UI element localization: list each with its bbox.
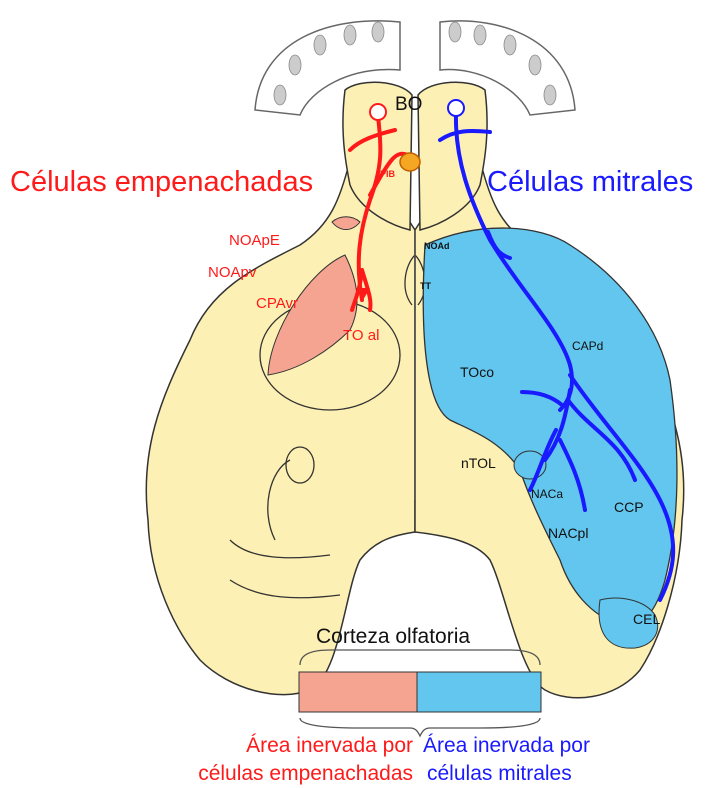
legend-box-tufted	[299, 672, 417, 712]
cpavr-label: CPAvr	[256, 296, 298, 311]
legend-mitral-line1: Área inervada por	[423, 735, 683, 756]
naca-label: NACa	[531, 488, 563, 500]
bo-label: BO	[395, 95, 422, 114]
mitral-cells-title: Células mitrales	[487, 168, 693, 197]
mitral-cell-body	[448, 100, 464, 116]
ccp-label: CCP	[614, 500, 644, 514]
ntol-label: nTOL	[461, 456, 496, 470]
cel-label: CEL	[633, 612, 660, 626]
tt-label: TT	[420, 282, 431, 291]
toco-label: TOco	[460, 365, 494, 379]
nacpl-label: NACpl	[548, 526, 588, 540]
noad-label: NOAd	[424, 242, 450, 251]
legend-tufted-line1: Área inervada por	[148, 735, 413, 756]
legend-mitral-line2: células mitrales	[427, 763, 687, 784]
capd-label: CAPd	[572, 340, 603, 352]
noape-label: NOApE	[229, 233, 280, 248]
pib-nucleus	[400, 153, 420, 171]
tufted-cell-body	[370, 104, 386, 120]
legend-box-mitral	[417, 672, 541, 712]
brain-left-hemisphere	[146, 160, 415, 695]
toal-label: TO al	[343, 328, 379, 343]
legend-brace-top	[300, 650, 540, 665]
legend-tufted-line2: células empenachadas	[108, 763, 413, 784]
tufted-cells-title: Células empenachadas	[10, 168, 313, 197]
pib-label: PIB	[380, 170, 395, 179]
noapv-label: NOApv	[208, 265, 256, 280]
legend-title: Corteza olfatoria	[316, 626, 470, 647]
